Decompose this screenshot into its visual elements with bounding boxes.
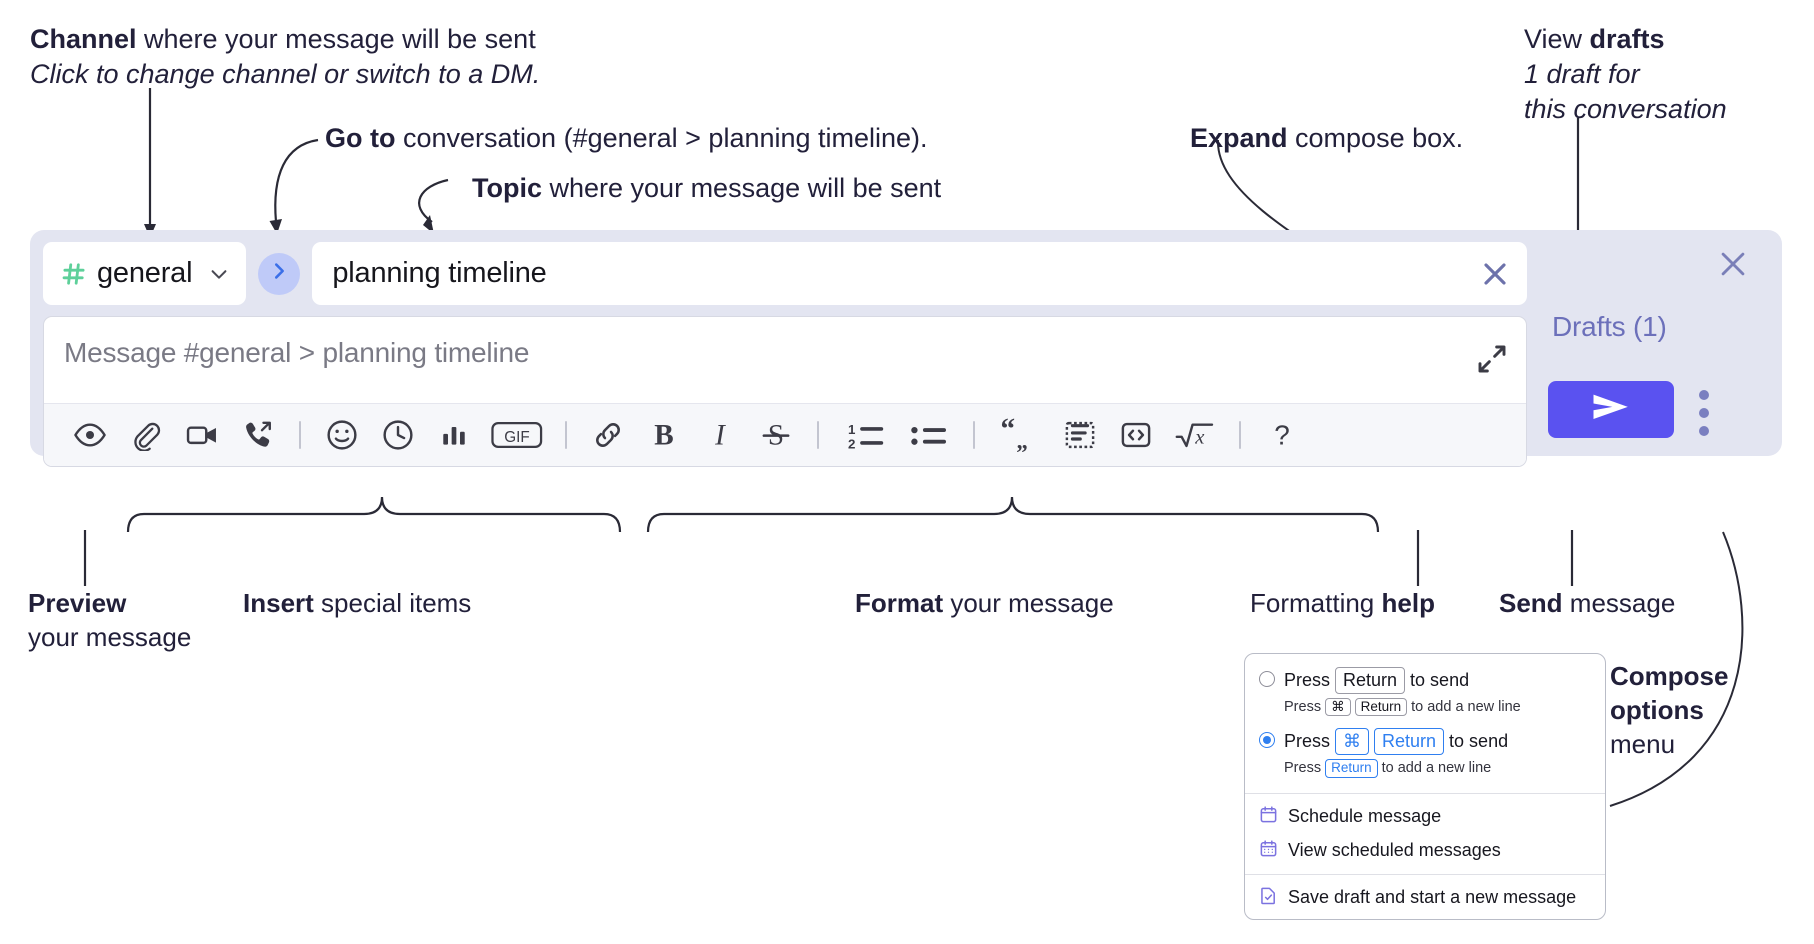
toolbar-separator: [1239, 421, 1241, 449]
message-input[interactable]: Message #general > planning timeline: [44, 317, 1526, 403]
menu-divider: [1245, 873, 1605, 875]
topic-input[interactable]: planning timeline: [312, 242, 1527, 305]
annotation-preview: Preview your message: [28, 588, 192, 652]
annotation-topic: Topic where your message will be sent: [472, 173, 942, 203]
link-icon[interactable]: [580, 412, 636, 458]
inline-code-icon[interactable]: [1108, 412, 1164, 458]
send-option-cmd-return[interactable]: Press ⌘ Return to send Press Return to a…: [1245, 725, 1605, 786]
annotation-expand: Expand compose box.: [1190, 123, 1464, 153]
compose-right-column: Drafts (1): [1514, 230, 1782, 456]
channel-topic-row: general planning timeline: [43, 242, 1527, 305]
goto-conversation-button[interactable]: [258, 252, 301, 295]
menu-item-schedule-message[interactable]: Schedule message: [1245, 800, 1605, 834]
close-icon[interactable]: [1716, 247, 1750, 281]
help-question-icon[interactable]: ?: [1254, 412, 1310, 458]
option1-sub-post: to add a new line: [1411, 698, 1521, 715]
svg-text:„: „: [1016, 427, 1028, 452]
bold-icon[interactable]: B: [636, 412, 692, 458]
menu-item-label: Save draft and start a new message: [1288, 887, 1577, 908]
bar-chart-icon[interactable]: [426, 412, 482, 458]
key-return: Return: [1335, 667, 1406, 694]
save-draft-file-icon: [1259, 886, 1278, 910]
attachment-icon[interactable]: [118, 412, 174, 458]
menu-item-label: Schedule message: [1288, 806, 1442, 827]
blockquote-icon[interactable]: “ „: [988, 412, 1052, 458]
key-return: Return: [1354, 697, 1408, 717]
annotation-formatting-help: Formatting help: [1250, 588, 1435, 618]
compose-panel: general planning timeline: [30, 230, 1782, 467]
bold-label: B: [654, 420, 673, 452]
message-compose-box: Message #general > planning timeline: [43, 316, 1527, 467]
calendar-grid-icon: [1259, 839, 1278, 863]
kebab-vertical-icon[interactable]: [1699, 390, 1709, 444]
annotation-send: Send message: [1499, 588, 1676, 618]
option2-pre: Press: [1284, 731, 1331, 752]
italic-label: I: [714, 420, 726, 452]
option1-sub-pre: Press: [1284, 698, 1322, 715]
key-return: Return: [1374, 728, 1445, 755]
option2-sub-pre: Press: [1284, 760, 1322, 777]
gif-label: GIF: [504, 429, 529, 446]
svg-text:“: “: [1001, 418, 1016, 446]
menu-item-view-scheduled[interactable]: View scheduled messages: [1245, 834, 1605, 868]
annotation-channel: Channel where your message will be sent …: [30, 24, 541, 90]
annotation-compose-options: Compose options menu: [1610, 661, 1729, 759]
strikethrough-icon[interactable]: S: [748, 412, 804, 458]
video-camera-icon[interactable]: [174, 412, 230, 458]
chevron-right-icon: [268, 260, 290, 287]
expand-diagonal-icon[interactable]: [1476, 343, 1508, 375]
key-return: Return: [1325, 758, 1378, 778]
topic-value: planning timeline: [332, 257, 547, 289]
toolbar-separator: [299, 421, 301, 449]
compose-options-menu: Press Return to send Press ⌘ Return to a…: [1244, 653, 1606, 920]
ordered-one-label: 1: [848, 422, 856, 437]
preview-icon[interactable]: [62, 412, 118, 458]
toolbar-separator: [565, 421, 567, 449]
message-placeholder: Message #general > planning timeline: [64, 337, 530, 368]
drafts-link[interactable]: Drafts (1): [1552, 311, 1667, 342]
ordered-list-icon[interactable]: 1 2: [832, 412, 898, 458]
annotation-drafts: View drafts 1 draft for this conversatio…: [1524, 24, 1727, 125]
close-icon[interactable]: [1477, 256, 1513, 292]
option1-pre: Press: [1284, 669, 1331, 690]
formatting-toolbar: GIF B I: [44, 403, 1526, 466]
annotation-format: Format your message: [855, 588, 1114, 618]
toolbar-separator: [817, 421, 819, 449]
italic-icon[interactable]: I: [692, 412, 748, 458]
toolbar-separator: [973, 421, 975, 449]
menu-divider: [1245, 792, 1605, 794]
radio-button-selected[interactable]: [1259, 732, 1275, 749]
radio-button[interactable]: [1259, 671, 1275, 687]
calendar-icon: [1259, 805, 1278, 829]
compose-main-column: general planning timeline: [43, 242, 1527, 467]
option1-post: to send: [1410, 669, 1470, 690]
key-command: ⌘: [1325, 697, 1351, 717]
clock-icon[interactable]: [370, 412, 426, 458]
svg-text:x: x: [1194, 427, 1204, 449]
annotation-goto: Go to conversation (#general > planning …: [325, 123, 928, 153]
send-option-return[interactable]: Press Return to send Press ⌘ Return to a…: [1245, 664, 1605, 725]
help-label: ?: [1274, 420, 1290, 451]
channel-name-label: general: [97, 257, 193, 289]
annotation-insert: Insert special items: [243, 588, 472, 618]
send-button[interactable]: [1548, 381, 1674, 438]
emoji-smiley-icon[interactable]: [314, 412, 370, 458]
code-block-icon[interactable]: [1052, 412, 1108, 458]
option2-sub-post: to add a new line: [1381, 760, 1492, 777]
menu-item-label: View scheduled messages: [1288, 840, 1501, 861]
gif-icon[interactable]: GIF: [482, 412, 552, 458]
bulleted-list-icon[interactable]: [898, 412, 960, 458]
send-paper-plane-icon: [1590, 390, 1632, 429]
chevron-down-icon: [208, 263, 230, 285]
math-icon[interactable]: x: [1164, 412, 1226, 458]
option2-post: to send: [1449, 731, 1509, 752]
channel-selector[interactable]: general: [43, 242, 247, 305]
menu-item-save-draft[interactable]: Save draft and start a new message: [1245, 881, 1605, 915]
ordered-two-label: 2: [848, 436, 855, 451]
phone-forward-icon[interactable]: [230, 412, 286, 458]
hash-icon: [61, 261, 87, 287]
key-command: ⌘: [1335, 728, 1370, 755]
